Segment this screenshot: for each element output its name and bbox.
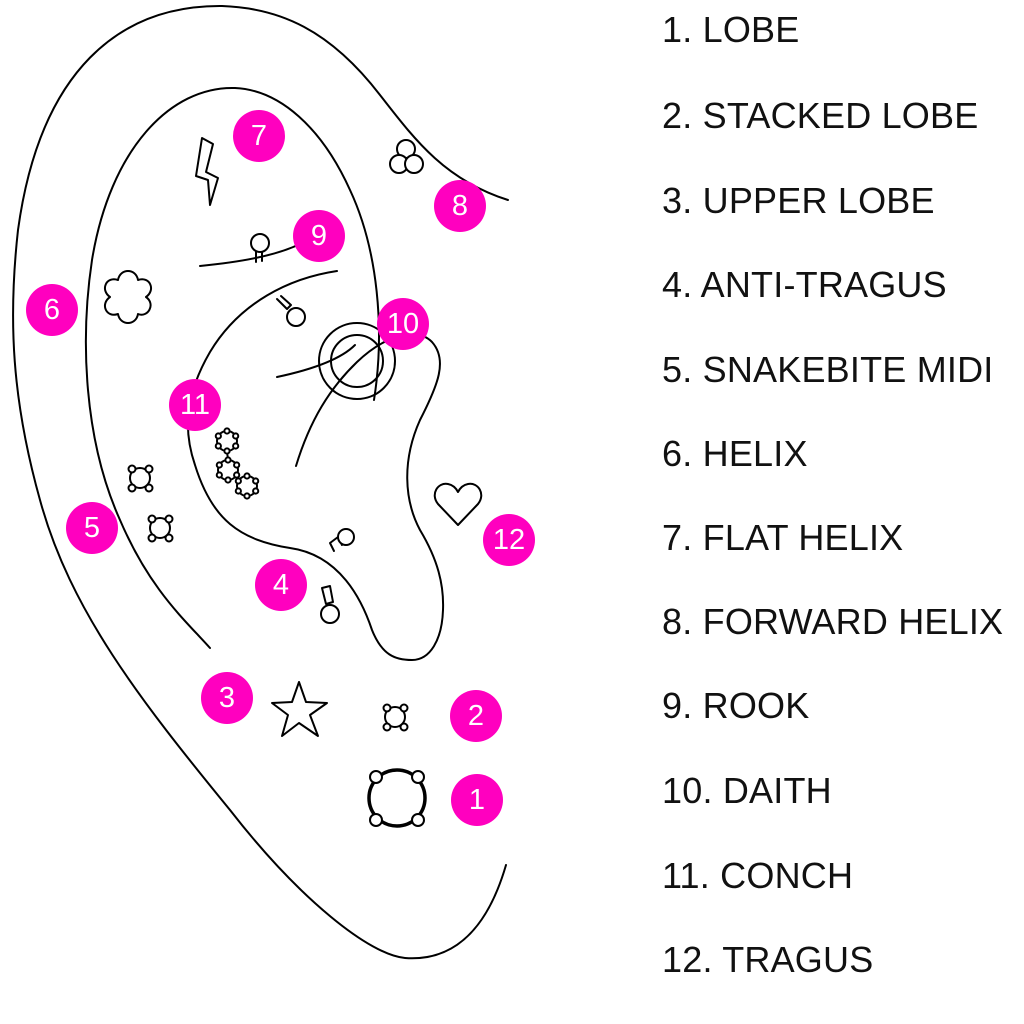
cluster-bead [232, 432, 240, 440]
legend-item-helix: 6. HELIX [662, 433, 808, 474]
daith-hoop-icon [318, 322, 396, 400]
badge-2: 2 [450, 690, 502, 742]
cluster-bead [243, 472, 251, 480]
heart-stud-icon [433, 482, 483, 526]
badge-4-number: 4 [273, 569, 289, 601]
badge-5-number: 5 [84, 512, 100, 544]
cluster-bead [215, 461, 223, 469]
badge-1-number: 1 [469, 784, 485, 816]
cluster-bead [223, 427, 231, 435]
flower-stud-icon [103, 270, 153, 324]
small-four-ball-ring-stud-icon [382, 703, 409, 732]
badge-8: 8 [434, 180, 486, 232]
badge-9: 9 [293, 210, 345, 262]
legend-item-anti-tragus: 4. ANTI-TRAGUS [662, 264, 947, 305]
cluster-bead [215, 471, 223, 479]
double-ring-studs-icon [127, 464, 174, 543]
cluster-bead [243, 492, 251, 500]
badge-6: 6 [26, 284, 78, 336]
legend-item-stacked-lobe: 2. STACKED LOBE [662, 95, 979, 136]
cluster-bead [224, 456, 232, 464]
cluster-bead [223, 447, 231, 455]
badge-5: 5 [66, 502, 118, 554]
badge-9-number: 9 [311, 220, 327, 252]
badge-2-number: 2 [468, 700, 484, 732]
star-stud-icon [271, 681, 328, 737]
legend-item-rook: 9. ROOK [662, 685, 810, 726]
legend-item-lobe: 1. LOBE [662, 9, 800, 50]
rook-ball-bar-icon [250, 233, 306, 327]
inner-helix-outline [84, 86, 380, 649]
cluster-bead [252, 477, 260, 485]
badge-6-number: 6 [44, 294, 60, 326]
rook-ridge [199, 243, 301, 267]
cluster-bead [234, 487, 242, 495]
legend-item-conch: 11. CONCH [662, 855, 854, 896]
concha-ridge [276, 344, 356, 378]
badge-4: 4 [255, 559, 307, 611]
cluster-bead [232, 442, 240, 450]
badge-10-number: 10 [387, 308, 419, 340]
badge-12-number: 12 [493, 524, 525, 556]
badge-11: 11 [169, 379, 221, 431]
triple-circle-stud-icon [389, 139, 424, 174]
badge-11-number: 11 [180, 389, 210, 421]
large-four-ball-ring-stud-icon [367, 768, 427, 828]
cluster-bead [233, 471, 241, 479]
cluster-flower-studs-icon [214, 427, 260, 500]
legend-item-forward-helix: 8. FORWARD HELIX [662, 601, 1004, 642]
badge-1: 1 [451, 774, 503, 826]
legend-item-tragus: 12. TRAGUS [662, 939, 874, 980]
cluster-bead [224, 476, 232, 484]
legend-item-upper-lobe: 3. UPPER LOBE [662, 180, 935, 221]
badge-12: 12 [483, 514, 535, 566]
lightning-bolt-stud-icon [195, 137, 219, 206]
anti-tragus-barbell-icon [320, 528, 355, 624]
cluster-bead [214, 442, 222, 450]
legend-item-flat-helix: 7. FLAT HELIX [662, 517, 904, 558]
badge-7: 7 [233, 110, 285, 162]
cluster-bead [252, 487, 260, 495]
badge-3-number: 3 [219, 682, 235, 714]
badge-7-number: 7 [251, 120, 267, 152]
badge-10: 10 [377, 298, 429, 350]
cluster-bead [234, 477, 242, 485]
legend-item-daith: 10. DAITH [662, 770, 832, 811]
legend-item-snakebite-midi: 5. SNAKEBITE MIDI [662, 349, 994, 390]
badge-3: 3 [201, 672, 253, 724]
badge-8-number: 8 [452, 190, 468, 222]
cluster-bead [214, 432, 222, 440]
cluster-bead [233, 461, 241, 469]
outer-ear-outline [12, 4, 509, 960]
